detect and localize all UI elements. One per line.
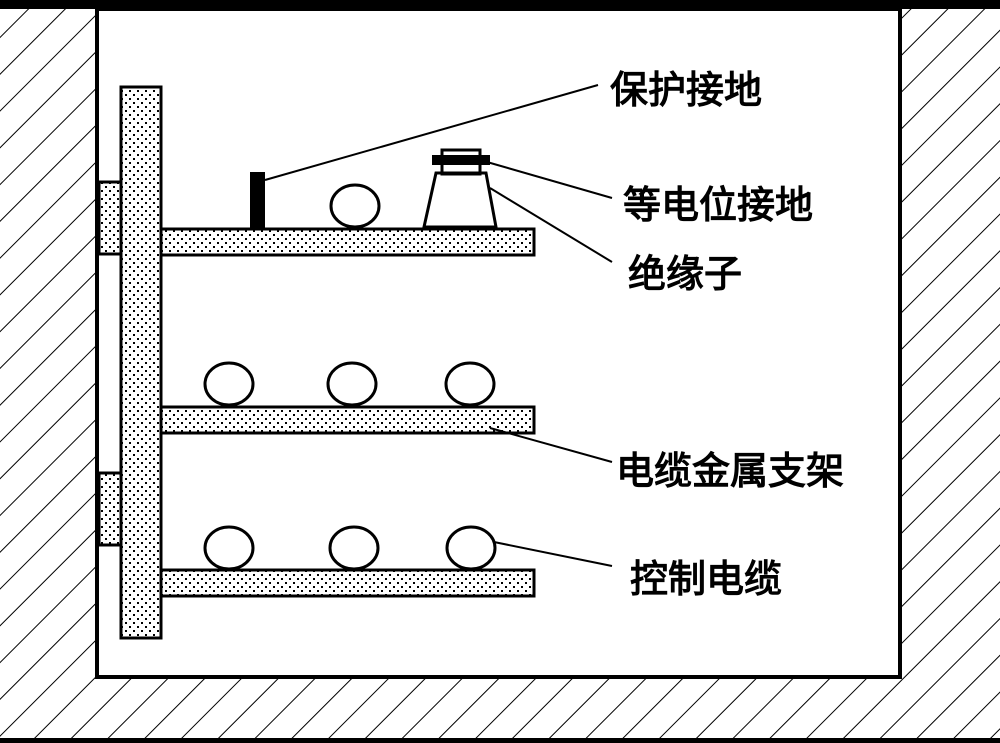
label-protective-ground: 保护接地 [610,68,762,112]
cable-middle-1 [203,361,255,407]
cable-bottom-3 [445,525,497,571]
bracket-arm-middle [159,405,536,435]
floor-hatch [97,677,900,743]
bracket-arm-top [159,227,536,257]
equipotential-ground-plate [432,155,490,165]
right-wall-hatch [900,9,1000,743]
label-control-cable: 控制电缆 [630,557,782,601]
label-insulator: 绝缘子 [628,252,742,296]
wall-anchor-lower [97,471,123,547]
cable-middle-3 [444,361,496,407]
wall-anchor-upper [97,180,123,256]
leader-cable-bracket [489,427,613,463]
top-border [0,0,1000,9]
bracket-arm-bottom [159,568,536,598]
insulator [422,171,498,229]
leader-insulator [489,187,613,263]
cable-top-1 [329,183,381,229]
bracket-post [119,85,163,640]
cable-bottom-2 [328,525,380,571]
insulator-cap [440,148,482,176]
leader-equipotential-ground [479,159,613,199]
cable-middle-2 [326,361,378,407]
leader-control-cable [493,541,613,567]
leader-protective-ground [264,84,599,181]
bottom-border [0,738,1000,743]
label-equipotential-ground: 等电位接地 [623,183,813,227]
protective-ground-bar [250,172,265,229]
cable-bottom-1 [203,525,255,571]
left-wall-hatch [0,9,97,743]
label-cable-bracket: 电缆金属支架 [616,449,844,493]
